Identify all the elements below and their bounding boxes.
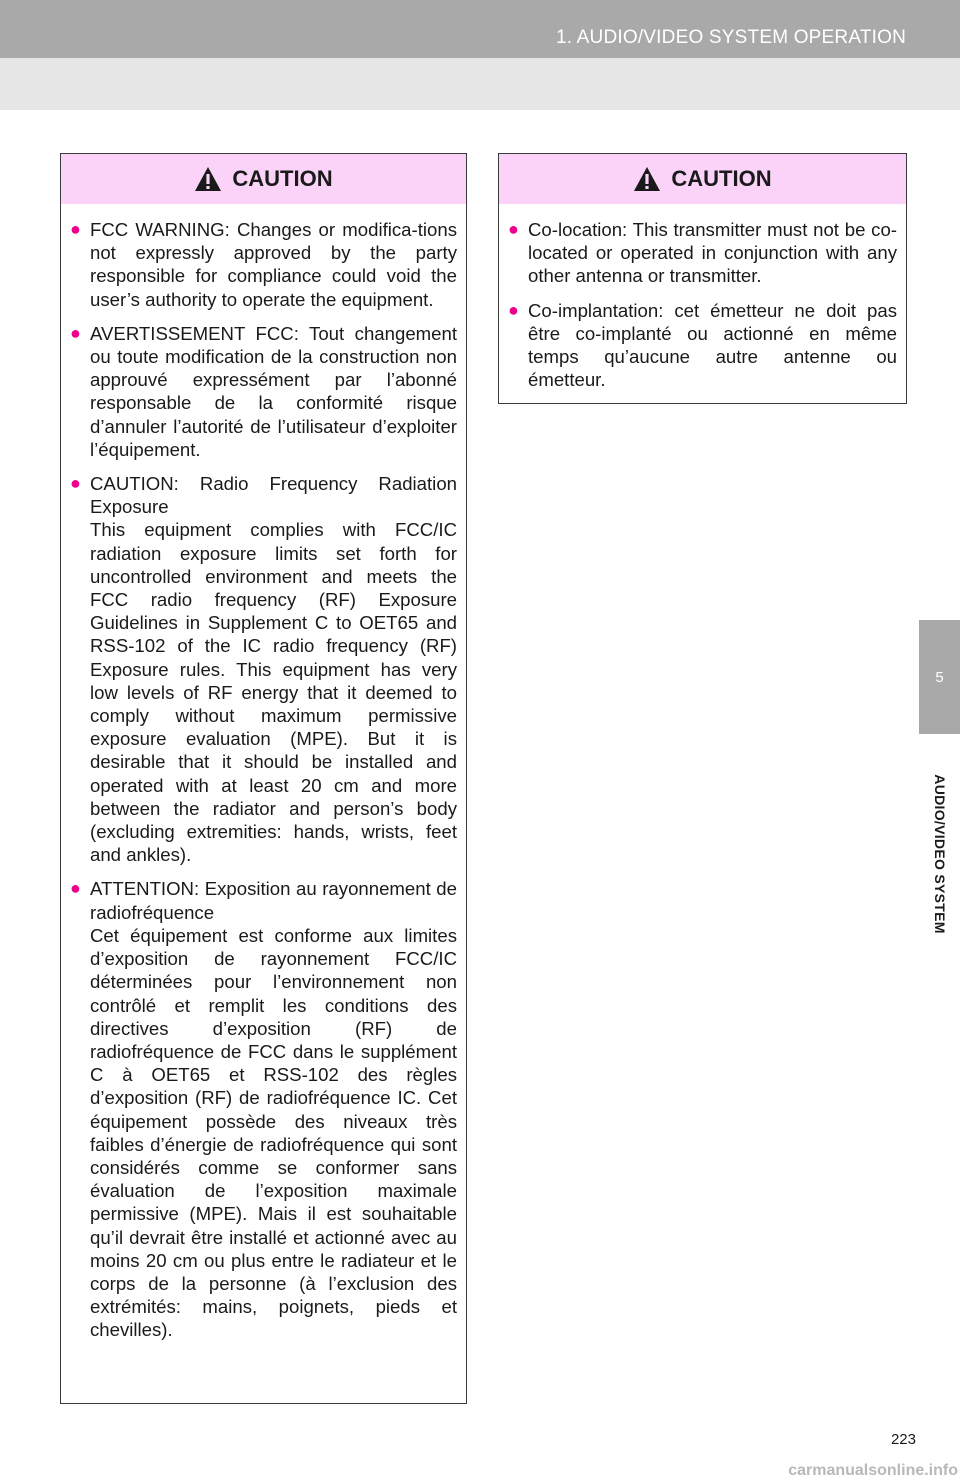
chapter-tab-label: AUDIO/VIDEO SYSTEM — [931, 774, 948, 934]
bullet-icon: ● — [70, 322, 81, 343]
bullet-icon: ● — [70, 878, 81, 899]
page-number: 223 — [890, 1431, 916, 1448]
caution-item: ● FCC WARNING: Changes or modifica-tions… — [70, 218, 457, 311]
caution-item: ● CAUTION: Radio Frequency Radiation Exp… — [70, 472, 457, 866]
warning-triangle-icon — [634, 167, 661, 191]
caution-item: ● AVERTISSEMENT FCC: Tout changement ou … — [70, 322, 457, 461]
caution-header: CAUTION — [61, 154, 466, 204]
bullet-icon: ● — [508, 219, 519, 239]
caution-item: ● Co-implantation: cet émetteur ne doit … — [508, 299, 897, 392]
caution-text: Co-implantation: cet émetteur ne doit pa… — [528, 299, 897, 391]
caution-header: CAUTION — [499, 154, 906, 204]
caution-text: FCC WARNING: Changes or modifica-tions n… — [90, 219, 457, 310]
chapter-tab-number: 5 — [919, 620, 960, 734]
watermark: carmanualsonline.info — [788, 1462, 958, 1479]
bullet-icon: ● — [70, 473, 81, 494]
caution-title: CAUTION — [671, 166, 772, 191]
caution-box-right: CAUTION ● Co-location: This transmitter … — [498, 153, 907, 404]
warning-triangle-icon — [195, 167, 222, 191]
bullet-icon: ● — [70, 219, 81, 239]
bullet-icon: ● — [508, 299, 519, 320]
caution-item: ● Co-location: This transmitter must not… — [508, 218, 897, 288]
caution-text: ATTENTION: Exposition au rayonnement de … — [90, 878, 457, 1341]
caution-text: Co-location: This transmitter must not b… — [528, 219, 897, 287]
chapter-tab: AUDIO/VIDEO SYSTEM — [919, 734, 960, 974]
caution-item: ● ATTENTION: Exposition au rayonnement d… — [70, 877, 457, 1341]
caution-box-left: CAUTION ● FCC WARNING: Changes or modifi… — [60, 153, 467, 1404]
header-strip: 1. AUDIO/VIDEO SYSTEM OPERATION — [0, 0, 960, 58]
caution-text: CAUTION: Radio Frequency Radiation Expos… — [90, 473, 457, 866]
caution-title: CAUTION — [232, 166, 333, 191]
section-title: 1. AUDIO/VIDEO SYSTEM OPERATION — [555, 27, 906, 48]
caution-text: AVERTISSEMENT FCC: Tout changement ou to… — [90, 322, 457, 460]
